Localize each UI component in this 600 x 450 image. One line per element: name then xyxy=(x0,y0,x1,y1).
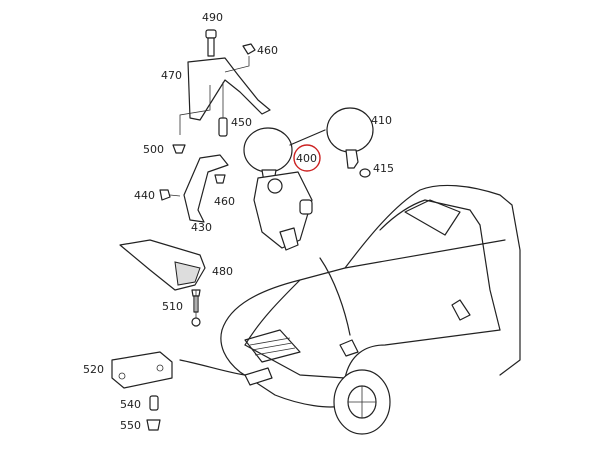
part-400-accumulator[interactable] xyxy=(243,127,326,251)
label-520: 520 xyxy=(83,363,104,376)
label-415: 415 xyxy=(373,162,394,175)
label-490: 490 xyxy=(202,11,223,24)
part-520-sensor[interactable] xyxy=(111,351,173,431)
label-440: 440 xyxy=(134,189,155,202)
label-400[interactable]: 400 xyxy=(296,152,317,165)
label-500: 500 xyxy=(143,143,164,156)
label-540: 540 xyxy=(120,398,141,411)
part-430-bracket[interactable] xyxy=(159,154,229,223)
label-550: 550 xyxy=(120,419,141,432)
car-illustration xyxy=(179,184,521,435)
part-470-bracket[interactable] xyxy=(179,29,271,135)
part-500-nut[interactable] xyxy=(172,144,186,154)
highlight-circle-400 xyxy=(293,144,321,172)
label-460-lower: 460 xyxy=(214,195,235,208)
part-480-shield[interactable] xyxy=(119,239,206,327)
label-430: 430 xyxy=(191,221,212,234)
label-450: 450 xyxy=(231,116,252,129)
label-460: 460 xyxy=(257,44,278,57)
label-480: 480 xyxy=(212,265,233,278)
part-450-stud[interactable] xyxy=(218,82,228,137)
label-510: 510 xyxy=(162,300,183,313)
part-415-seal[interactable] xyxy=(359,168,371,178)
label-410: 410 xyxy=(371,114,392,127)
label-470: 470 xyxy=(161,69,182,82)
part-labels: 490 460 470 450 500 410 400 415 440 460 … xyxy=(83,11,394,432)
part-410-accumulator[interactable] xyxy=(326,107,374,169)
